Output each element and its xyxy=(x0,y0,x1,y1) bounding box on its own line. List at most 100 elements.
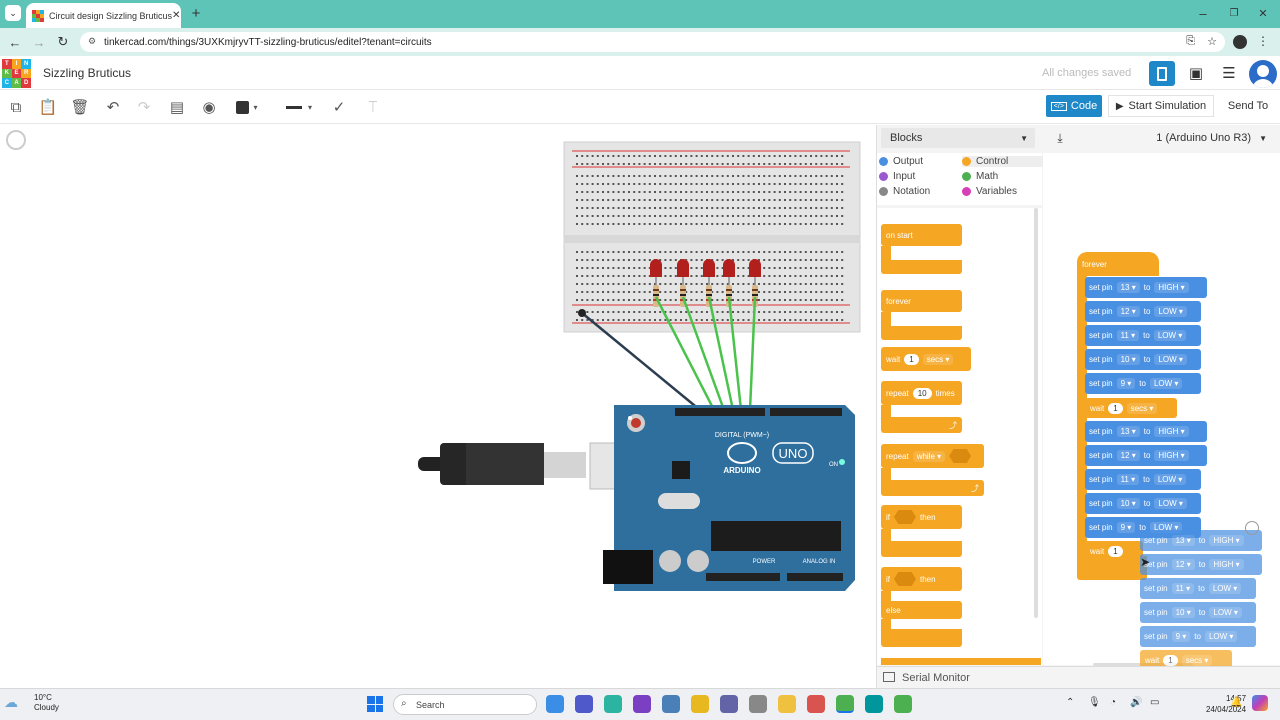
notification-bell-icon[interactable]: 🔔 xyxy=(1230,697,1243,708)
copy-icon[interactable]: ⧉ xyxy=(10,98,22,116)
category-variables[interactable]: Variables xyxy=(962,186,1017,197)
edge-icon[interactable] xyxy=(604,695,622,713)
copilot-icon[interactable] xyxy=(1252,695,1268,711)
arduino-uno-board[interactable]: DIGITAL (PWM~) ARDUINO UNO ON POWER ANAL… xyxy=(603,405,855,591)
back-icon[interactable]: ← xyxy=(8,34,22,50)
site-info-icon[interactable]: ⚙ xyxy=(88,36,97,46)
chrome-active-icon[interactable] xyxy=(836,695,854,713)
volume-icon[interactable]: 🔊 xyxy=(1130,697,1143,708)
minimize-icon[interactable]: – xyxy=(1199,5,1207,21)
rotate-icon[interactable]: ✓ xyxy=(332,99,346,116)
language-indicator[interactable] xyxy=(1174,697,1194,709)
forward-icon[interactable]: → xyxy=(32,34,46,50)
chrome-icon[interactable] xyxy=(691,695,709,713)
pin-dropdown[interactable]: 11 ▾ xyxy=(1171,583,1195,594)
profile-icon[interactable] xyxy=(1233,35,1247,49)
value-dropdown[interactable]: HIGH ▾ xyxy=(1209,535,1244,546)
block-if-then-else[interactable]: if then xyxy=(881,567,962,591)
new-tab-icon[interactable]: + xyxy=(191,4,201,22)
red-led-3[interactable] xyxy=(703,259,715,277)
battery-icon[interactable]: ▭ xyxy=(1150,697,1160,708)
pin-dropdown[interactable]: 10 ▾ xyxy=(1171,607,1195,618)
value-dropdown[interactable]: HIGH ▾ xyxy=(1154,282,1189,293)
pin-dropdown[interactable]: 12 ▾ xyxy=(1116,450,1140,461)
chrome-profile-icon[interactable] xyxy=(894,695,912,713)
notes-toggle-icon[interactable]: ◉ xyxy=(202,99,216,116)
delete-icon[interactable]: 🗑 xyxy=(70,99,90,116)
bookmark-star-icon[interactable]: ☆ xyxy=(1207,36,1217,48)
file-explorer-icon[interactable] xyxy=(778,695,796,713)
pin-dropdown[interactable]: 9 ▾ xyxy=(1171,631,1191,642)
url-input[interactable]: ⚙ tinkercad.com/things/3UXKmjryvTT-sizzl… xyxy=(80,32,1225,52)
taskbar-search[interactable]: ⌕ Search xyxy=(393,694,537,715)
pin-dropdown[interactable]: 13 ▾ xyxy=(1171,535,1195,546)
category-math[interactable]: Math xyxy=(962,171,998,182)
pin-dropdown[interactable]: 9 ▾ xyxy=(1116,378,1136,389)
value-dropdown[interactable]: LOW ▾ xyxy=(1154,306,1187,317)
device-select[interactable]: 1 (Arduino Uno R3) ▼ xyxy=(1145,128,1273,148)
taskbar-clock[interactable]: 14:57 24/04/2024 xyxy=(1206,693,1246,715)
send-to-button[interactable]: Send To xyxy=(1227,100,1269,112)
teams-classic-icon[interactable] xyxy=(720,695,738,713)
project-title[interactable]: Sizzling Bruticus xyxy=(43,66,132,80)
pin-dropdown[interactable]: 11 ▾ xyxy=(1116,474,1140,485)
browser-menu-icon[interactable]: ⋮ xyxy=(1257,34,1269,48)
weather-icon[interactable]: ☁ xyxy=(4,694,18,710)
zoom-fit-icon[interactable] xyxy=(6,130,26,150)
value-dropdown[interactable]: LOW ▾ xyxy=(1208,583,1242,594)
palette-scrollbar[interactable] xyxy=(1034,208,1038,618)
tray-chevron-icon[interactable]: ⌃ xyxy=(1066,697,1075,708)
category-output[interactable]: Output xyxy=(879,156,923,167)
component-list-icon[interactable]: ☰ xyxy=(1222,65,1236,82)
microphone-icon[interactable]: 🎙 xyxy=(1088,697,1101,708)
redo-icon[interactable]: ↷ xyxy=(137,99,151,116)
arduino-ide-icon[interactable] xyxy=(865,695,883,713)
red-led-1[interactable] xyxy=(650,259,662,277)
pin-dropdown[interactable]: 13 ▾ xyxy=(1116,282,1140,293)
wires[interactable] xyxy=(578,296,757,411)
flip-icon[interactable]: ⟙ xyxy=(368,98,378,116)
red-led-4[interactable] xyxy=(723,259,735,277)
category-notation[interactable]: Notation xyxy=(879,186,930,197)
value-dropdown[interactable]: HIGH ▾ xyxy=(1209,559,1244,570)
program-forever-block[interactable]: forever xyxy=(1077,252,1159,276)
value-dropdown[interactable]: HIGH ▾ xyxy=(1154,426,1189,437)
value-dropdown[interactable]: LOW ▾ xyxy=(1149,378,1183,389)
block-if-then[interactable]: if then xyxy=(881,505,962,529)
red-led-2[interactable] xyxy=(677,259,689,277)
pin-dropdown[interactable]: 11 ▾ xyxy=(1116,330,1140,341)
user-avatar[interactable] xyxy=(1249,60,1277,88)
close-window-icon[interactable]: ✕ xyxy=(1258,7,1268,20)
windows-start-icon[interactable] xyxy=(367,696,383,712)
serial-monitor-bar[interactable]: Serial Monitor xyxy=(877,666,1280,688)
pin-dropdown[interactable]: 12 ▾ xyxy=(1116,306,1140,317)
value-dropdown[interactable]: LOW ▾ xyxy=(1153,474,1187,485)
wifi-icon[interactable]: ◔ xyxy=(1110,697,1117,708)
value-dropdown[interactable]: LOW ▾ xyxy=(1154,354,1187,365)
pin-dropdown[interactable]: 10 ▾ xyxy=(1116,354,1140,365)
tab-close-icon[interactable]: ✕ xyxy=(172,10,181,21)
block-forever[interactable]: forever xyxy=(881,290,962,312)
settings-icon[interactable] xyxy=(749,695,767,713)
undo-icon[interactable]: ↶ xyxy=(106,99,120,116)
circuit-canvas[interactable]: DIGITAL (PWM~) ARDUINO UNO ON POWER ANAL… xyxy=(0,125,875,688)
reload-icon[interactable]: ↻ xyxy=(57,34,69,49)
code-button[interactable]: </> Code xyxy=(1046,95,1102,117)
value-dropdown[interactable]: LOW ▾ xyxy=(1153,330,1187,341)
editor-mode-select[interactable]: Blocks ▼ xyxy=(881,128,1035,148)
